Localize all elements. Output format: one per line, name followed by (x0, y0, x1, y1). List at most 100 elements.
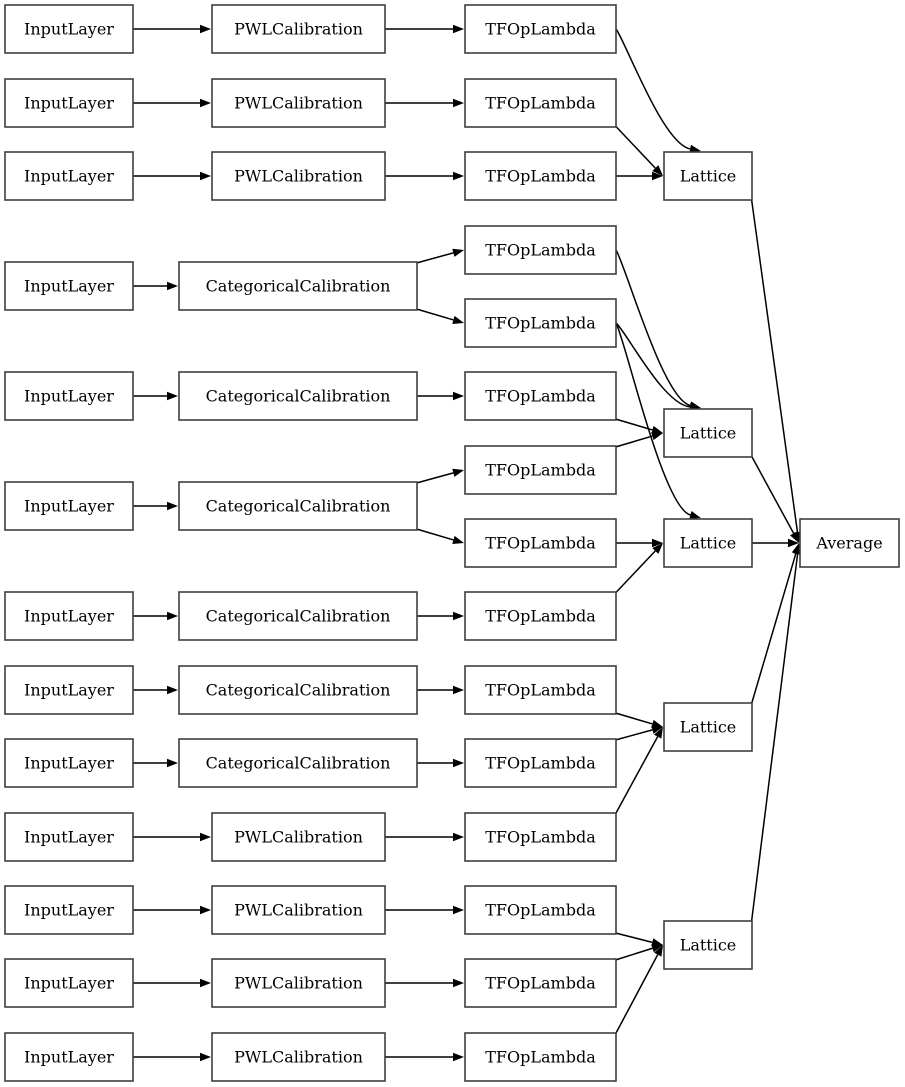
node-box[interactable] (178, 261, 418, 311)
node-tfoplambda-op7[interactable]: TFOpLambda (464, 445, 617, 495)
node-box[interactable] (4, 738, 134, 788)
node-tfoplambda-op9[interactable]: TFOpLambda (464, 591, 617, 641)
node-tfoplambda-op4[interactable]: TFOpLambda (464, 225, 617, 275)
node-box[interactable] (464, 298, 617, 348)
node-box[interactable] (178, 665, 418, 715)
node-tfoplambda-op2[interactable]: TFOpLambda (464, 78, 617, 128)
node-box[interactable] (464, 518, 617, 568)
node-tfoplambda-op1[interactable]: TFOpLambda (464, 4, 617, 54)
node-box[interactable] (4, 812, 134, 862)
node-box[interactable] (4, 481, 134, 531)
node-box[interactable] (464, 4, 617, 54)
node-box[interactable] (464, 371, 617, 421)
node-box[interactable] (178, 591, 418, 641)
node-box[interactable] (211, 812, 386, 862)
node-box[interactable] (4, 665, 134, 715)
node-box[interactable] (4, 371, 134, 421)
node-lattice-lat1[interactable]: Lattice (663, 151, 753, 201)
node-label: CategoricalCalibration (206, 607, 391, 626)
node-inputlayer-in7[interactable]: InputLayer (4, 591, 134, 641)
node-inputlayer-in3[interactable]: InputLayer (4, 151, 134, 201)
node-box[interactable] (663, 408, 753, 458)
node-average-avg[interactable]: Average (799, 518, 900, 568)
node-categoricalcalibration-cal5[interactable]: CategoricalCalibration (178, 371, 418, 421)
node-lattice-lat2[interactable]: Lattice (663, 408, 753, 458)
node-box[interactable] (4, 885, 134, 935)
node-inputlayer-in10[interactable]: InputLayer (4, 812, 134, 862)
node-categoricalcalibration-cal7[interactable]: CategoricalCalibration (178, 591, 418, 641)
node-tfoplambda-op6[interactable]: TFOpLambda (464, 371, 617, 421)
node-categoricalcalibration-cal6[interactable]: CategoricalCalibration (178, 481, 418, 531)
node-tfoplambda-op8[interactable]: TFOpLambda (464, 518, 617, 568)
node-inputlayer-in8[interactable]: InputLayer (4, 665, 134, 715)
node-box[interactable] (4, 4, 134, 54)
node-box[interactable] (211, 1032, 386, 1082)
node-box[interactable] (178, 371, 418, 421)
node-lattice-lat3[interactable]: Lattice (663, 518, 753, 568)
node-tfoplambda-op10[interactable]: TFOpLambda (464, 665, 617, 715)
node-box[interactable] (464, 1032, 617, 1082)
edge-arrowhead (689, 144, 701, 154)
node-box[interactable] (663, 920, 753, 970)
node-categoricalcalibration-cal4[interactable]: CategoricalCalibration (178, 261, 418, 311)
node-box[interactable] (211, 78, 386, 128)
node-inputlayer-in5[interactable]: InputLayer (4, 371, 134, 421)
node-inputlayer-in9[interactable]: InputLayer (4, 738, 134, 788)
node-box[interactable] (178, 738, 418, 788)
node-tfoplambda-op11[interactable]: TFOpLambda (464, 738, 617, 788)
edge-tfoplambda-to-lattice (616, 538, 663, 548)
node-label: PWLCalibration (234, 1048, 363, 1067)
node-categoricalcalibration-cal9[interactable]: CategoricalCalibration (178, 738, 418, 788)
node-box[interactable] (464, 812, 617, 862)
node-box[interactable] (178, 481, 418, 531)
node-pwlcalibration-cal2[interactable]: PWLCalibration (211, 78, 386, 128)
node-box[interactable] (464, 225, 617, 275)
node-box[interactable] (211, 885, 386, 935)
node-tfoplambda-op3[interactable]: TFOpLambda (464, 151, 617, 201)
node-categoricalcalibration-cal8[interactable]: CategoricalCalibration (178, 665, 418, 715)
node-tfoplambda-op14[interactable]: TFOpLambda (464, 958, 617, 1008)
node-inputlayer-in6[interactable]: InputLayer (4, 481, 134, 531)
node-box[interactable] (4, 261, 134, 311)
node-box[interactable] (211, 958, 386, 1008)
edge-categoricalcalibration-to-tfoplambda (417, 758, 464, 768)
node-box[interactable] (464, 445, 617, 495)
node-box[interactable] (211, 4, 386, 54)
node-inputlayer-in1[interactable]: InputLayer (4, 4, 134, 54)
node-box[interactable] (464, 885, 617, 935)
node-inputlayer-in12[interactable]: InputLayer (4, 958, 134, 1008)
node-box[interactable] (799, 518, 900, 568)
node-inputlayer-in4[interactable]: InputLayer (4, 261, 134, 311)
node-label: InputLayer (24, 901, 114, 920)
node-box[interactable] (4, 591, 134, 641)
node-box[interactable] (663, 151, 753, 201)
node-inputlayer-in2[interactable]: InputLayer (4, 78, 134, 128)
node-lattice-lat5[interactable]: Lattice (663, 920, 753, 970)
node-pwlcalibration-cal3[interactable]: PWLCalibration (211, 151, 386, 201)
node-pwlcalibration-cal13[interactable]: PWLCalibration (211, 1032, 386, 1082)
node-lattice-lat4[interactable]: Lattice (663, 702, 753, 752)
node-box[interactable] (464, 591, 617, 641)
node-box[interactable] (4, 78, 134, 128)
node-inputlayer-in13[interactable]: InputLayer (4, 1032, 134, 1082)
node-box[interactable] (4, 1032, 134, 1082)
node-pwlcalibration-cal12[interactable]: PWLCalibration (211, 958, 386, 1008)
node-box[interactable] (464, 958, 617, 1008)
node-pwlcalibration-cal11[interactable]: PWLCalibration (211, 885, 386, 935)
node-box[interactable] (4, 958, 134, 1008)
node-tfoplambda-op13[interactable]: TFOpLambda (464, 885, 617, 935)
node-box[interactable] (663, 518, 753, 568)
node-box[interactable] (663, 702, 753, 752)
node-box[interactable] (464, 151, 617, 201)
node-pwlcalibration-cal10[interactable]: PWLCalibration (211, 812, 386, 862)
node-box[interactable] (464, 665, 617, 715)
node-box[interactable] (211, 151, 386, 201)
node-pwlcalibration-cal1[interactable]: PWLCalibration (211, 4, 386, 54)
node-box[interactable] (464, 738, 617, 788)
node-inputlayer-in11[interactable]: InputLayer (4, 885, 134, 935)
node-box[interactable] (4, 151, 134, 201)
node-tfoplambda-op15[interactable]: TFOpLambda (464, 1032, 617, 1082)
node-tfoplambda-op12[interactable]: TFOpLambda (464, 812, 617, 862)
node-tfoplambda-op5[interactable]: TFOpLambda (464, 298, 617, 348)
node-box[interactable] (464, 78, 617, 128)
